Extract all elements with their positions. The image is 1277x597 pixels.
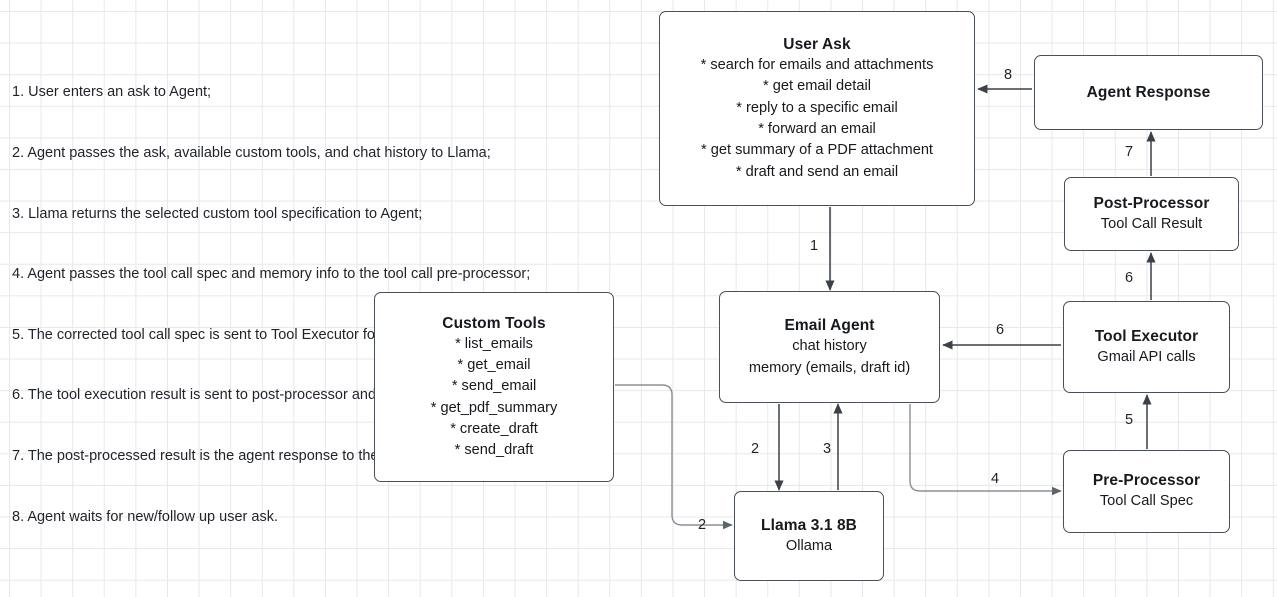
edge-label-2-email-agent-llama: 2 <box>751 441 760 457</box>
edge-label-8: 8 <box>1004 67 1013 83</box>
legend-line-4: 4. Agent passes the tool call spec and m… <box>12 266 531 283</box>
node-tool-executor-subtitle: Gmail API calls <box>1097 348 1196 365</box>
node-user-ask-item-5: * get summary of a PDF attachment <box>701 142 933 159</box>
node-custom-tools-item-5: * create_draft <box>450 420 538 437</box>
node-agent-response[interactable]: Agent Response <box>1034 55 1263 130</box>
node-custom-tools-item-2: * get_email <box>457 356 531 373</box>
node-custom-tools[interactable]: Custom Tools * list_emails * get_email *… <box>374 292 614 482</box>
edge-label-7: 7 <box>1125 144 1134 160</box>
node-user-ask-item-4: * forward an email <box>758 121 876 137</box>
edge-label-4: 4 <box>991 471 1000 487</box>
node-user-ask-item-2: * get email detail <box>763 78 871 95</box>
node-pre-processor-title: Pre-Processor <box>1092 472 1201 490</box>
node-llama-subtitle: Ollama <box>785 537 833 554</box>
node-email-agent-title: Email Agent <box>784 317 875 335</box>
edge-label-5: 5 <box>1125 412 1134 428</box>
node-user-ask-item-3: * reply to a specific email <box>736 99 898 116</box>
legend-line-2: 2. Agent passes the ask, available custo… <box>12 145 491 162</box>
legend-line-1: 1. User enters an ask to Agent; <box>12 84 212 101</box>
node-custom-tools-item-6: * send_draft <box>454 442 534 459</box>
legend-line-3: 3. Llama returns the selected custom too… <box>12 205 423 222</box>
edge-4-email-agent-to-pre-processor <box>909 404 1062 496</box>
node-custom-tools-item-1: * list_emails <box>455 335 533 352</box>
edge-label-3: 3 <box>823 441 832 457</box>
node-post-processor-subtitle: Tool Call Result <box>1100 215 1203 232</box>
node-custom-tools-title: Custom Tools <box>442 314 546 332</box>
node-pre-processor[interactable]: Pre-Processor Tool Call Spec <box>1063 450 1230 533</box>
edge-label-6-tool-executor-email-agent: 6 <box>996 322 1005 338</box>
legend-line-8: 8. Agent waits for new/follow up user as… <box>12 508 278 525</box>
node-pre-processor-subtitle: Tool Call Spec <box>1099 493 1194 510</box>
edge-label-1: 1 <box>810 238 819 254</box>
node-user-ask-title: User Ask <box>783 36 851 54</box>
node-user-ask[interactable]: User Ask * search for emails and attachm… <box>659 11 975 206</box>
edge-label-6-tool-executor-post-processor: 6 <box>1125 270 1134 286</box>
node-custom-tools-item-4: * get_pdf_summary <box>430 399 558 416</box>
node-tool-executor-title: Tool Executor <box>1094 327 1199 345</box>
node-post-processor[interactable]: Post-Processor Tool Call Result <box>1064 177 1239 251</box>
node-user-ask-item-6: * draft and send an email <box>735 163 899 180</box>
node-email-agent-line-2: memory (emails, draft id) <box>748 359 911 376</box>
node-email-agent-line-1: chat history <box>792 338 867 355</box>
node-user-ask-item-1: * search for emails and attachments <box>700 57 934 74</box>
node-post-processor-title: Post-Processor <box>1093 194 1210 212</box>
edge-label-2-custom-tools-llama: 2 <box>698 517 707 533</box>
node-custom-tools-item-3: * send_email <box>451 378 537 395</box>
node-email-agent[interactable]: Email Agent chat history memory (emails,… <box>719 291 940 403</box>
edge-2-custom-tools-to-llama <box>615 384 733 530</box>
node-llama-model[interactable]: Llama 3.1 8B Ollama <box>734 491 884 581</box>
node-tool-executor[interactable]: Tool Executor Gmail API calls <box>1063 301 1230 393</box>
node-llama-title: Llama 3.1 8B <box>761 516 857 534</box>
node-agent-response-title: Agent Response <box>1086 84 1211 101</box>
